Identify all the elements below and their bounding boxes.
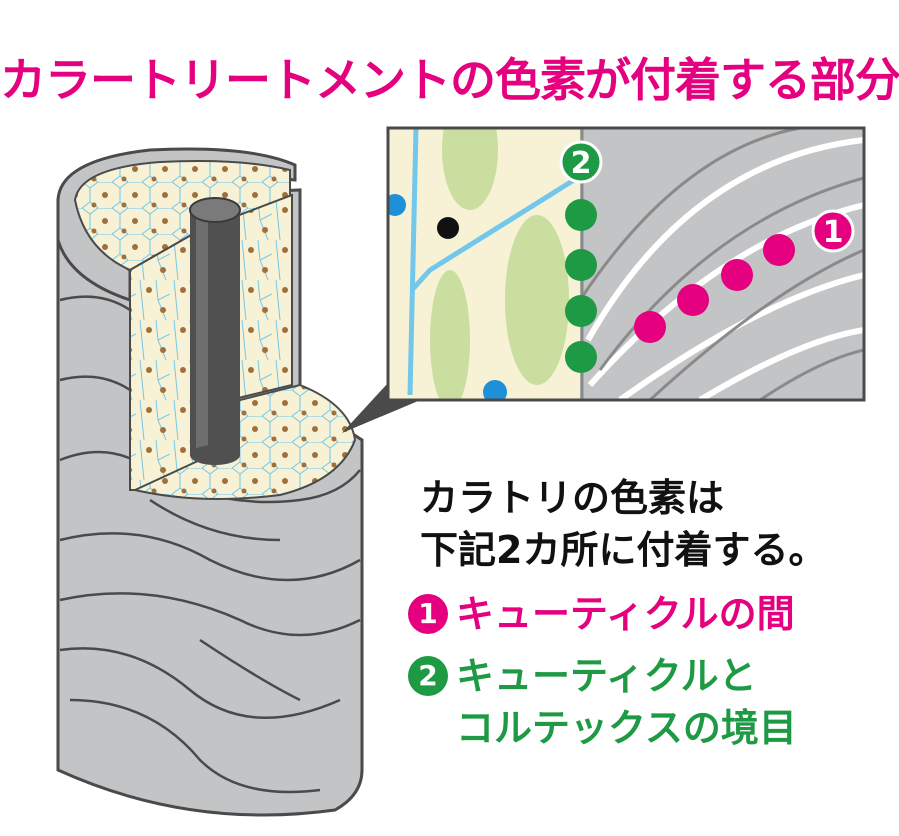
marker-1-label: 1	[823, 215, 844, 250]
zoom-frame	[386, 126, 866, 402]
cortex-top-face	[73, 160, 291, 272]
item-2-line-1: キューティクルと	[456, 654, 757, 698]
description: カラトリの色素は 下記2カ所に付着する。	[420, 472, 826, 576]
medulla-rod	[189, 197, 241, 465]
marker-2-label: 2	[571, 146, 592, 181]
description-line-1: カラトリの色素は	[420, 476, 725, 520]
marker-2: 2	[559, 140, 603, 184]
item-2-line-2: コルテックスの境目	[456, 706, 797, 750]
cortex-lower-face	[131, 383, 357, 500]
description-line-2: 下記2カ所に付着する。	[420, 528, 827, 572]
page-title: カラートリートメントの色素が付着する部分	[0, 53, 899, 107]
cortex-cut-face-left	[129, 228, 201, 491]
item-2-number: 2	[408, 656, 448, 696]
item-1-number: 1	[408, 594, 448, 634]
marker-1: 1	[811, 209, 855, 253]
item-1-line-1: キューティクルの間	[456, 592, 795, 636]
cuticle-gap-dots	[634, 234, 795, 343]
boundary-dots	[565, 199, 597, 373]
